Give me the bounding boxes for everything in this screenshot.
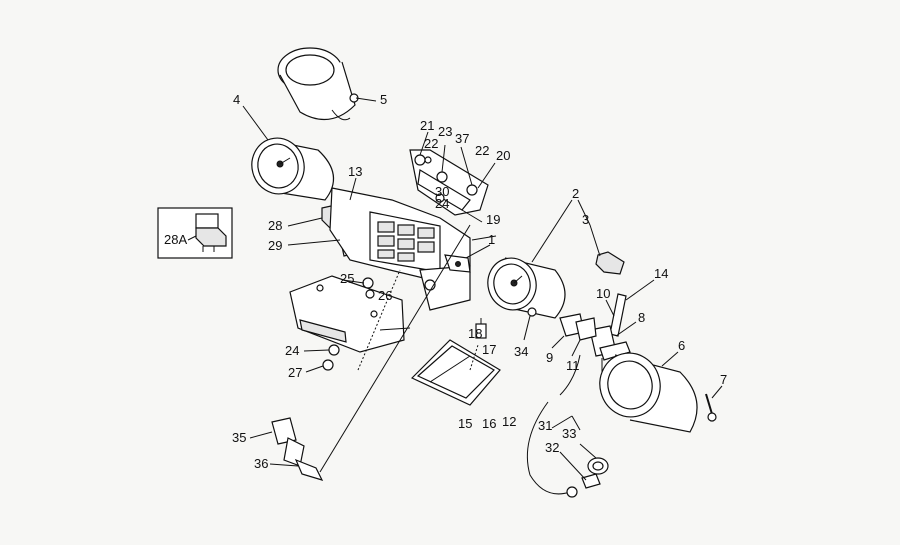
part-5-shroud [277,47,359,121]
part-35-36-switch [271,224,471,481]
part-28a-switch-inset [157,207,233,259]
part-3-connector [595,251,625,275]
label-31: 31 [538,418,552,433]
label-28: 28 [268,218,282,233]
label-28a: 28A [164,232,187,247]
label-24a: 24 [285,343,299,358]
part-2-speedometer [487,257,566,319]
label-5: 5 [380,92,387,107]
label-20: 20 [496,148,510,163]
guide-lines [357,269,479,371]
label-9: 9 [546,350,553,365]
label-17: 17 [482,342,496,357]
callout-labels: 4 5 28A 13 28 29 25 26 24 27 35 36 21 23… [164,92,727,471]
label-22b: 22 [475,143,489,158]
label-35: 35 [232,430,246,445]
label-19: 19 [486,212,500,227]
part-15-16-tray [410,339,501,406]
part-17-18-bulb [475,318,487,339]
part-4-tachometer [251,137,334,201]
label-14: 14 [654,266,668,281]
label-10: 10 [596,286,610,301]
label-37: 37 [455,131,469,146]
label-34: 34 [514,344,528,359]
label-33: 33 [562,426,576,441]
part-31-32-33-fittings [581,457,609,489]
label-15: 15 [458,416,472,431]
label-13: 13 [348,164,362,179]
label-25: 25 [340,271,354,286]
dashboard-panel [329,187,471,311]
part-8-10-14-sender [589,293,631,376]
label-8: 8 [638,310,645,325]
label-27: 27 [288,365,302,380]
label-7: 7 [720,372,727,387]
label-12: 12 [502,414,516,429]
lower-mount-bracket [289,275,411,353]
label-2: 2 [572,186,579,201]
label-11: 11 [566,358,580,373]
label-36: 36 [254,456,268,471]
part-7-screw [705,393,717,422]
label-29: 29 [268,238,282,253]
label-3: 3 [582,212,589,227]
label-6: 6 [678,338,685,353]
leader-lines [187,97,723,481]
label-32: 32 [545,440,559,455]
label-26: 26 [378,288,392,303]
label-30: 30 [435,184,449,199]
label-1: 1 [488,232,495,247]
label-24b: 24 [435,196,449,211]
label-21: 21 [420,118,434,133]
label-16: 16 [482,416,496,431]
part-12-cable [526,354,581,498]
fasteners-25-26-24-27 [322,277,375,371]
part-20-21-bracket [409,149,489,216]
part-6-gauge-housing [599,352,698,433]
label-18: 18 [468,326,482,341]
label-4: 4 [233,92,240,107]
label-23: 23 [438,124,452,139]
label-22a: 22 [424,136,438,151]
part-9-11-clamps [559,313,597,341]
